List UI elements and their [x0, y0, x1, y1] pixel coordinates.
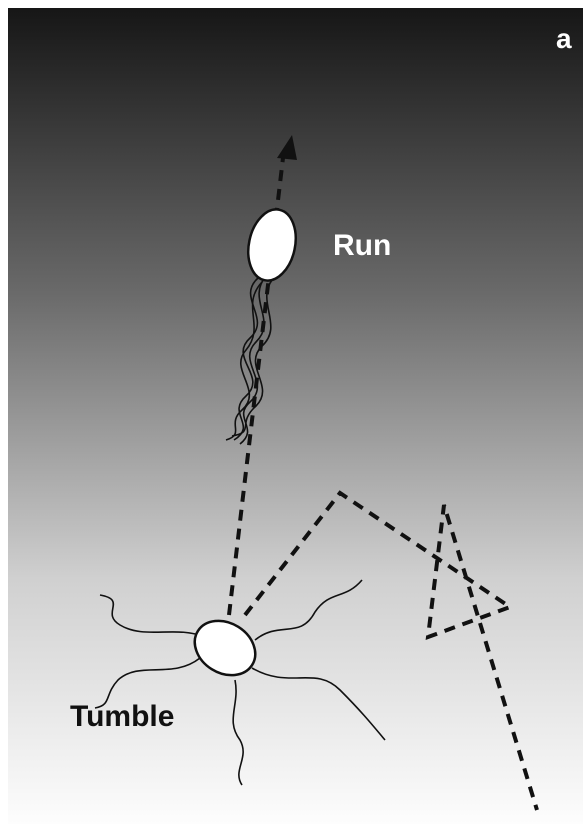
- tumble-label: Tumble: [70, 700, 174, 733]
- run-label: Run: [333, 229, 391, 262]
- panel-letter: a: [556, 23, 572, 54]
